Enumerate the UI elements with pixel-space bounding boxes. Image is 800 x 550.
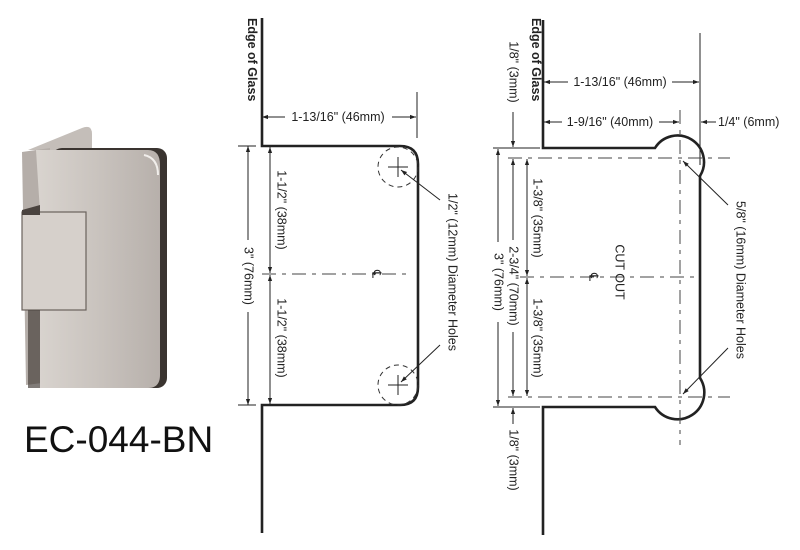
right-centerline-symbol: ℄ [587,272,601,282]
left-edge-of-glass-label: Edge of Glass [245,18,259,101]
left-upper-half-dim: 1-1/2" (38mm) [275,170,289,249]
right-overhang-dim: 1/4" (6mm) [718,115,779,129]
right-lower-half-dim: 1-3/8" (35mm) [531,298,545,377]
right-bottom-gap-dim: 1/8" (3mm) [507,429,521,490]
cut-out-label: CUT OUT [613,244,627,300]
left-lower-hole [377,364,419,406]
left-upper-hole [377,146,419,188]
right-hole-note: 5/8" (16mm) Diameter Holes [734,201,748,359]
left-centerline-symbol: ℄ [370,269,384,279]
product-code: EC-044-BN [24,419,213,460]
hinge-product-image [21,126,167,388]
left-hole-note: 1/2" (12mm) Diameter Holes [446,193,460,351]
right-height-dim: 3" (76mm) [492,253,506,311]
left-diagram: Edge of Glass 1-13/16" (46mm) ℄ 3" (76mm… [238,18,460,533]
right-hole-offset-dim: 1-9/16" (40mm) [567,115,653,129]
right-diagram: Edge of Glass 1-13/16" (46mm) 1-9/16" (4… [492,18,779,535]
left-height-dim: 3" (76mm) [242,247,256,305]
right-hole-spacing-dim: 2-3/4" (70mm) [507,246,521,325]
left-width-dim: 1-13/16" (46mm) [291,110,384,124]
right-hinge-outline [541,20,706,535]
right-width-dim: 1-13/16" (46mm) [573,75,666,89]
left-lower-half-dim: 1-1/2" (38mm) [275,298,289,377]
right-upper-half-dim: 1-3/8" (35mm) [531,178,545,257]
left-hinge-outline [260,18,420,533]
right-top-gap-dim: 1/8" (3mm) [507,41,521,102]
right-edge-of-glass-label: Edge of Glass [529,18,543,101]
